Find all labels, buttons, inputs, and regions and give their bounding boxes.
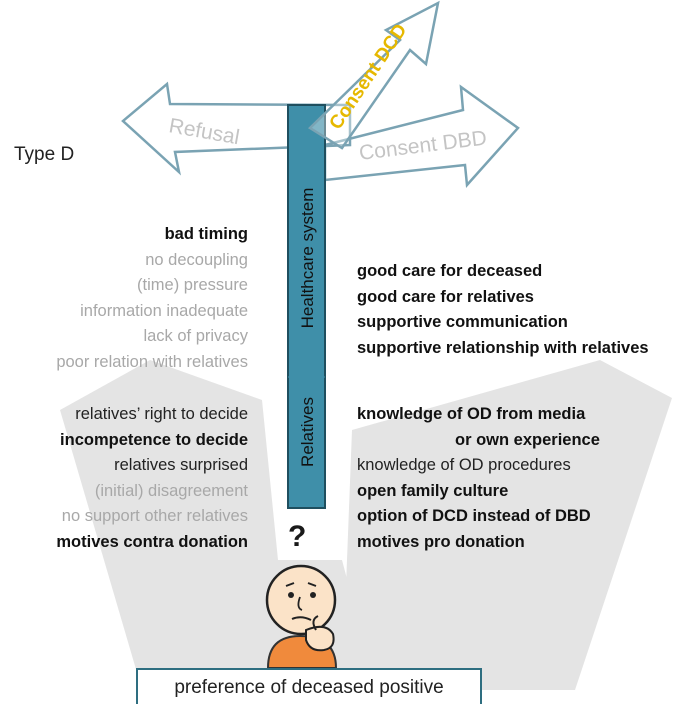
list-item: or own experience [455,430,600,449]
right-cone [342,360,672,690]
healthcare-facilitators-list: good care for deceased good care for rela… [357,259,649,361]
healthcare-barriers-list: bad timing no decoupling (time) pressure in… [56,222,248,375]
list-item: poor relation with relatives [56,352,248,371]
list-item: relatives surprised [114,456,248,474]
thinking-person-icon [265,564,338,669]
list-item: good care for relatives [357,287,534,306]
list-item: bad timing [164,225,248,243]
left-cone [60,360,288,700]
consent-dbd-arrow [323,84,520,188]
list-item: knowledge of OD procedures [357,456,571,474]
question-mark: ? [288,520,307,553]
list-item: knowledge of OD from media [357,405,586,423]
type-label: Type D [14,144,75,165]
list-item: no decoupling [145,250,248,269]
pillar [287,104,326,509]
list-item: motives contra donation [56,532,248,551]
list-item: information inadequate [80,301,248,320]
preference-label: preference of deceased positive [174,677,444,698]
list-item: (time) pressure [137,276,248,294]
relatives-barriers-list: relatives’ right to decide incompetence t… [56,402,248,555]
preference-box: preference of deceased positive [136,668,482,704]
consent-dcd-arrow-label: Consent DCD [325,20,411,133]
pillar-healthcare-label: Healthcare system [298,188,317,329]
list-item: supportive relationship with relatives [357,338,649,357]
list-item: no support other relatives [61,507,248,525]
list-item: relatives’ right to decide [75,405,248,423]
list-item: option of DCD instead of DBD [357,507,591,525]
list-item: motives pro donation [357,532,525,551]
list-item: supportive communication [357,313,568,331]
list-item: lack of privacy [143,327,248,345]
refusal-arrow-label: Refusal [167,114,241,149]
list-item: (initial) disagreement [94,481,248,500]
list-item: good care for deceased [357,262,543,280]
pillar-relatives-label: Relatives [298,397,317,467]
list-item: open family culture [357,481,509,500]
list-item: incompetence to decide [60,430,248,449]
consent-dcd-arrow [307,0,440,150]
relatives-facilitators-list: knowledge of OD from media or own experie… [357,402,600,555]
